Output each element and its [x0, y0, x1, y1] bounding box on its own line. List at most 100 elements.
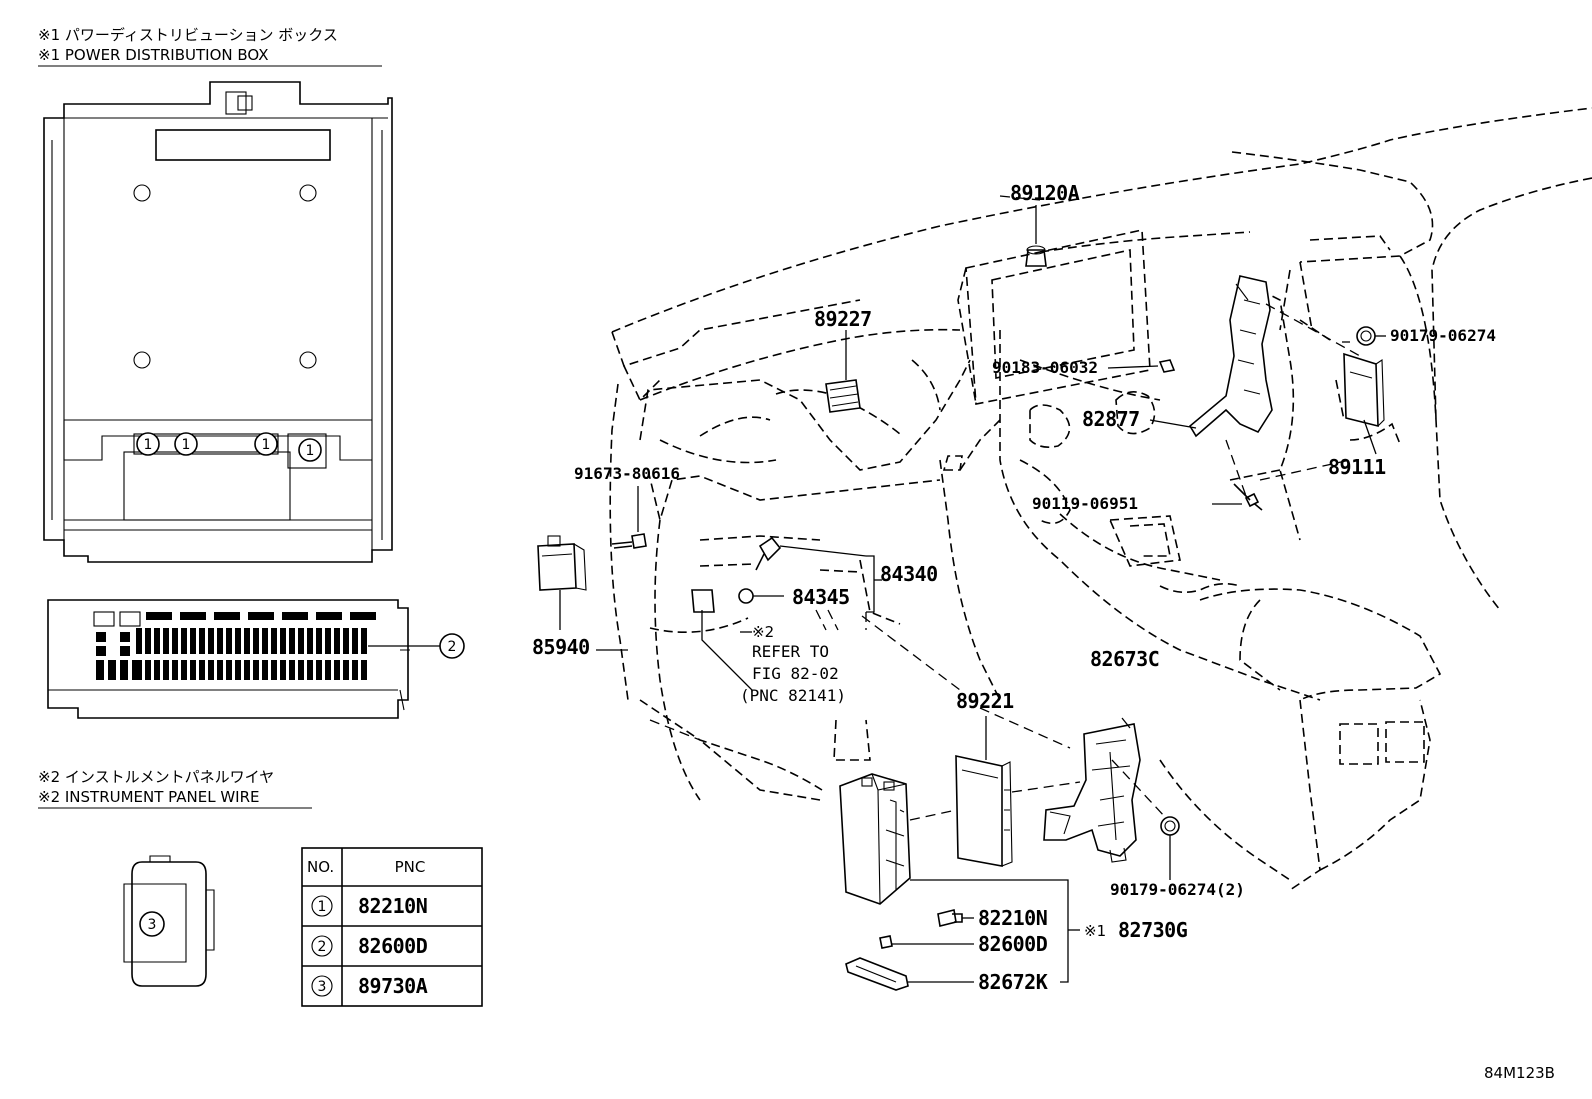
fuse-slot — [352, 660, 358, 680]
label-82730g-prefix: ※1 — [1084, 922, 1106, 940]
fuse-slot — [214, 612, 240, 620]
label-90179-06274-2: 90179-06274(2) — [1110, 880, 1245, 899]
fuse-slot — [181, 628, 187, 654]
part-90119-06951-bolt — [1212, 483, 1263, 511]
part-82730g-junction-block — [839, 773, 1080, 983]
fuse-slot — [307, 660, 313, 680]
refer-note-line3: (PNC 82141) — [740, 686, 846, 705]
legend-table: NO. PNC 1 82210N 2 82600D 3 89730A — [301, 847, 483, 1007]
fuse-slot — [208, 628, 214, 654]
part-82673c-bracket — [1043, 717, 1141, 863]
label-82730g: 82730G — [1118, 918, 1188, 942]
part-90179-06274-grommet — [1356, 326, 1386, 346]
legend-row-no: 2 — [318, 939, 327, 955]
label-82877: 82877 — [1082, 407, 1140, 431]
fuse-slot — [226, 628, 232, 654]
legend-row-pnc: 82600D — [358, 934, 428, 958]
fuse-slot — [334, 660, 340, 680]
marker-1a — [136, 432, 160, 456]
fuse-slot — [163, 660, 169, 680]
fuse-slot — [120, 646, 130, 656]
figure-code: 84M123B — [1484, 1064, 1555, 1082]
display-unit — [957, 229, 1151, 405]
fuse-slot — [235, 628, 241, 654]
svg-text:1: 1 — [182, 437, 191, 453]
fuse-slot — [253, 660, 259, 680]
refer-note-line1: REFER TO — [752, 642, 829, 661]
part-82877-bracket — [1149, 275, 1273, 438]
fuse-slot — [352, 628, 358, 654]
dashed-leaders — [649, 195, 1361, 821]
part-85940-module — [537, 535, 628, 651]
fuse-slot — [289, 660, 295, 680]
refer-note-mark: ※2 — [752, 623, 774, 641]
fuse-slot — [120, 660, 128, 680]
wire-title-en: ※2 INSTRUMENT PANEL WIRE — [38, 788, 260, 806]
legend-row-no: 1 — [318, 899, 327, 915]
fuse-slot — [145, 660, 151, 680]
svg-text:1: 1 — [262, 437, 271, 453]
fuse-slot — [217, 628, 223, 654]
part-89111-module — [1343, 352, 1385, 455]
label-82210n: 82210N — [978, 906, 1047, 930]
wire-title-jp: ※2 インストルメントパネルワイヤ — [38, 768, 274, 786]
svg-text:1: 1 — [306, 443, 315, 459]
fuse-slot — [181, 660, 187, 680]
label-82672k: 82672K — [978, 970, 1048, 994]
label-90183-06032: 90183-06032 — [992, 358, 1098, 377]
svg-text:1: 1 — [144, 437, 153, 453]
legend-row-no: 3 — [318, 979, 327, 995]
fuse-slot — [271, 628, 277, 654]
fuse-slot — [180, 612, 206, 620]
fuse-slot — [172, 628, 178, 654]
fuse-slot — [96, 660, 104, 680]
fuse-slot — [253, 628, 259, 654]
label-89227: 89227 — [814, 307, 872, 331]
fuse-slot — [298, 660, 304, 680]
fuse-slot — [316, 628, 322, 654]
fuse-slot — [244, 660, 250, 680]
svg-text:3: 3 — [148, 917, 157, 933]
part-82210n-fuse — [937, 909, 974, 927]
part-89221-module — [955, 716, 1013, 867]
fuse-slot — [190, 628, 196, 654]
fuse-slot — [325, 660, 331, 680]
fuse-slot — [208, 660, 214, 680]
fuse-slot — [248, 612, 274, 620]
fuse-slot — [154, 660, 160, 680]
fuse-slot — [235, 660, 241, 680]
fuse-slot — [350, 612, 376, 620]
fuse-slot — [280, 628, 286, 654]
marker-2 — [439, 633, 465, 659]
fuse-slot — [334, 628, 340, 654]
fuse-slot — [262, 628, 268, 654]
fuse-slot — [132, 660, 140, 680]
power-distribution-box-side: 2 — [47, 599, 465, 719]
svg-text:2: 2 — [448, 639, 457, 655]
label-89111: 89111 — [1328, 455, 1386, 479]
part-90183-06032-nut — [1107, 359, 1176, 373]
part-89227-module — [825, 330, 861, 413]
part-89120a-clip — [1025, 205, 1047, 267]
label-82600d: 82600D — [978, 932, 1048, 956]
marker-1b — [174, 432, 198, 456]
label-82673c: 82673C — [1090, 647, 1159, 671]
fuse-slot — [217, 660, 223, 680]
fuse-slot — [120, 632, 130, 642]
marker-3 — [139, 911, 165, 937]
fuse-slot — [316, 660, 322, 680]
fuse-slot — [244, 628, 250, 654]
fuse-slot — [298, 628, 304, 654]
fuse-slot — [199, 660, 205, 680]
power-distribution-box-top: 1 1 1 1 — [43, 81, 393, 563]
label-84340: 84340 — [880, 562, 938, 586]
legend-col-pnc: PNC — [395, 858, 426, 876]
connector-89730a: 3 — [123, 855, 215, 987]
marker-1c — [254, 432, 278, 456]
refer-note-line2: FIG 82-02 — [752, 664, 839, 683]
label-90179-06274: 90179-06274 — [1390, 326, 1496, 345]
legend-row-pnc: 89730A — [358, 974, 428, 998]
power-box-title-en: ※1 POWER DISTRIBUTION BOX — [38, 46, 269, 64]
part-84340-switch — [691, 536, 882, 631]
